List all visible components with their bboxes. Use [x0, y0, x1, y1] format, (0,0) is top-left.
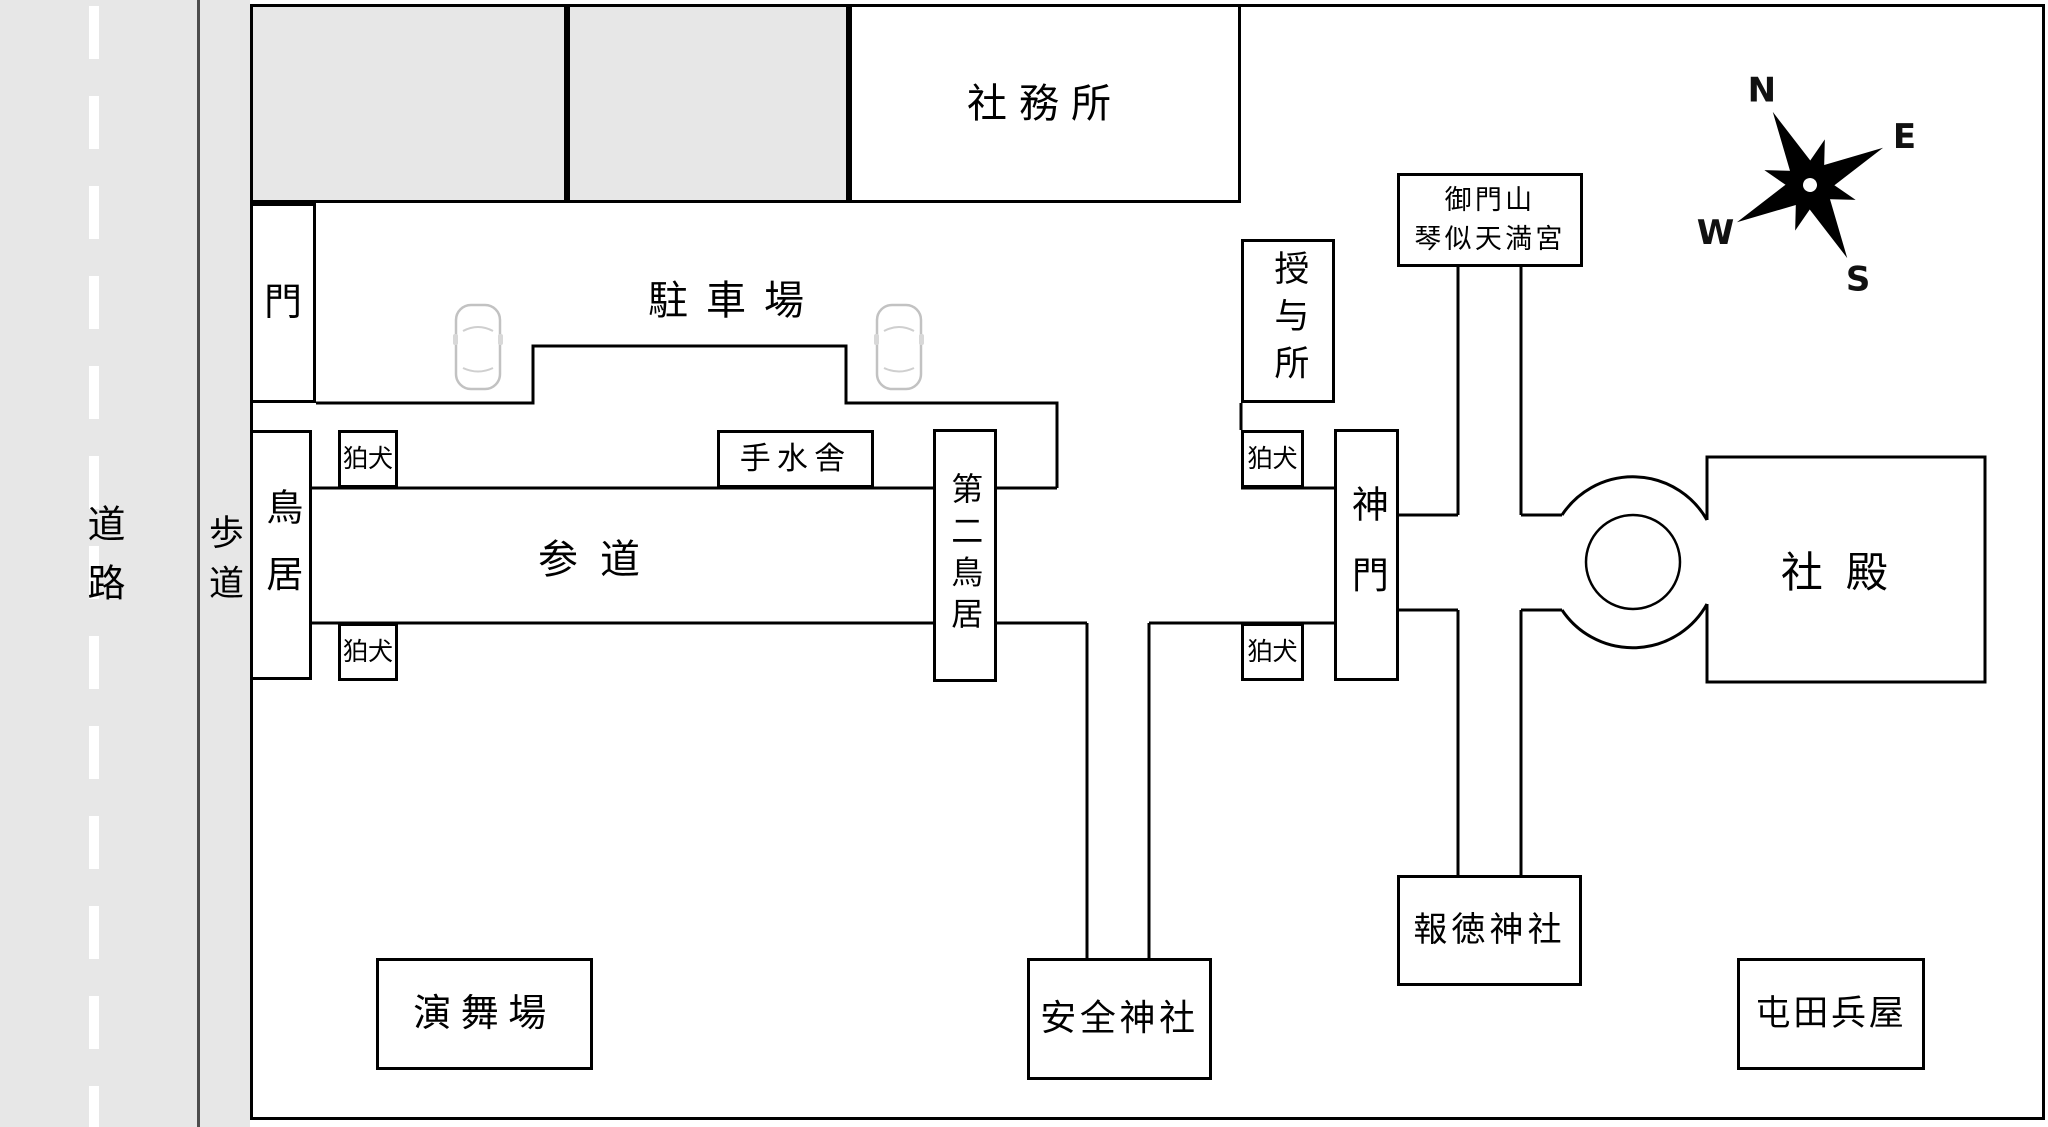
- car-icon: [874, 303, 924, 391]
- shinmon-label: 神門: [1345, 484, 1389, 626]
- shamusho-label: 社務所: [967, 80, 1123, 127]
- temizusha-label: 手水舎: [739, 440, 852, 477]
- compass-east-label: E: [1893, 117, 1916, 157]
- juyosho-box: 授与所: [1241, 239, 1335, 403]
- torii-label: 鳥居: [259, 488, 303, 622]
- sidewalk-label: 歩道: [203, 514, 243, 616]
- parking-lot-label: 駐車場: [648, 278, 822, 324]
- enbujo-stage-box: 演舞場: [376, 958, 593, 1070]
- compass-south-label: S: [1846, 259, 1871, 299]
- komainu-box-sw: 狛犬: [338, 623, 398, 681]
- plaza-ring-north-arc: [1560, 475, 1709, 521]
- east-corridor-walls: [1399, 513, 1562, 612]
- car-icon: [453, 303, 503, 391]
- hotoku-shrine-label: 報徳神社: [1413, 909, 1566, 950]
- komainu-label: 狛犬: [342, 443, 393, 473]
- komainu-box-se: 狛犬: [1241, 623, 1304, 681]
- tondenhei-barracks-box: 屯田兵屋: [1737, 958, 1925, 1070]
- anzen-branch-lines: [1085, 623, 1151, 958]
- hotoku-shrine-box: 報徳神社: [1397, 875, 1582, 986]
- building-block-north: [567, 4, 849, 203]
- gate-box: 門: [250, 203, 316, 403]
- shaden-label: 社殿: [1780, 548, 1912, 597]
- hotoku-branch-lines: [1456, 610, 1523, 875]
- road-center-dashed-line: [89, 6, 99, 1127]
- juyosho-label: 授与所: [1268, 250, 1309, 392]
- plaza-ring-south-arc: [1560, 603, 1709, 650]
- building-block-northwest: [250, 4, 567, 203]
- torii-box: 鳥居: [250, 430, 312, 680]
- komainu-label: 狛犬: [342, 636, 393, 666]
- plaza-ring-inner-circle: [1584, 513, 1682, 611]
- gate-label: 門: [263, 280, 302, 325]
- shinmon-box: 神門: [1334, 429, 1399, 681]
- road-label: 道路: [81, 504, 125, 622]
- anzen-shrine-box: 安全神社: [1027, 958, 1212, 1080]
- komainu-box-ne: 狛犬: [1241, 430, 1304, 488]
- second-torii-box: 第二鳥居: [933, 429, 997, 682]
- shrine-sign-line1: 御門山: [1444, 184, 1536, 216]
- shaden-outline: [1705, 455, 1987, 684]
- compass-west-label: W: [1697, 213, 1735, 253]
- compass-rose-icon: N E S W: [1697, 71, 1916, 300]
- sando-label: 参道: [538, 537, 662, 583]
- shrine-sign-line2: 琴似天満宮: [1414, 224, 1566, 255]
- anzen-shrine-label: 安全神社: [1040, 997, 1199, 1039]
- komainu-box-nw: 狛犬: [338, 430, 398, 488]
- komainu-label: 狛犬: [1247, 443, 1298, 473]
- shamusho-office-box: 社務所: [849, 4, 1241, 203]
- shrine-sign-box: 御門山 琴似天満宮: [1397, 173, 1583, 267]
- temizusha-box: 手水舎: [717, 430, 874, 488]
- parking-boundary-line: [316, 344, 1059, 488]
- komainu-label: 狛犬: [1247, 636, 1298, 666]
- sidewalk-strip: [197, 0, 250, 1127]
- hill-branch-lines: [1456, 267, 1523, 515]
- compass-north-label: N: [1748, 71, 1776, 111]
- enbujo-label: 演舞場: [413, 991, 556, 1036]
- second-torii-label: 第二鳥居: [946, 472, 985, 639]
- road-strip: [0, 0, 197, 1127]
- tondenhei-barracks-label: 屯田兵屋: [1755, 993, 1907, 1034]
